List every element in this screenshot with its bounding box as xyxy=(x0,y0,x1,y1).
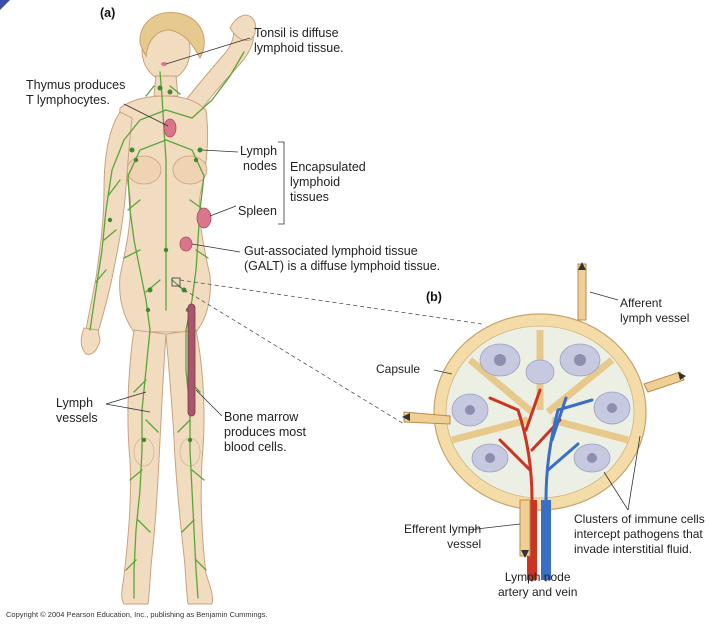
capsule-label: Capsule xyxy=(376,362,420,377)
panel-label-b: (b) xyxy=(426,290,442,304)
spleen xyxy=(197,208,211,228)
encapsulated-tissues-label: Encapsulated lymphoid tissues xyxy=(290,160,366,205)
galt xyxy=(180,237,192,251)
panel-label-a: (a) xyxy=(100,6,115,20)
afferent-vessel-label: Afferent lymph vessel xyxy=(620,296,689,326)
thymus-label: Thymus produces T lymphocytes. xyxy=(26,78,125,108)
lymph-nodes-label: Lymph nodes xyxy=(240,144,277,174)
galt-label: Gut-associated lymphoid tissue (GALT) is… xyxy=(244,244,440,274)
spleen-label: Spleen xyxy=(238,204,277,219)
node-artery-vein-label: Lymph node artery and vein xyxy=(498,570,577,600)
lymph-vessels-label: Lymph vessels xyxy=(56,396,98,426)
thymus xyxy=(164,119,176,137)
efferent-vessel-label: Efferent lymph vessel xyxy=(404,522,481,552)
immune-clusters-label: Clusters of immune cells intercept patho… xyxy=(574,512,705,557)
tonsil-label: Tonsil is diffuse lymphoid tissue. xyxy=(254,26,344,56)
bone-marrow-label: Bone marrow produces most blood cells. xyxy=(224,410,306,455)
copyright-notice: Copyright © 2004 Pearson Education, Inc.… xyxy=(6,610,268,619)
bone-marrow xyxy=(188,304,195,416)
